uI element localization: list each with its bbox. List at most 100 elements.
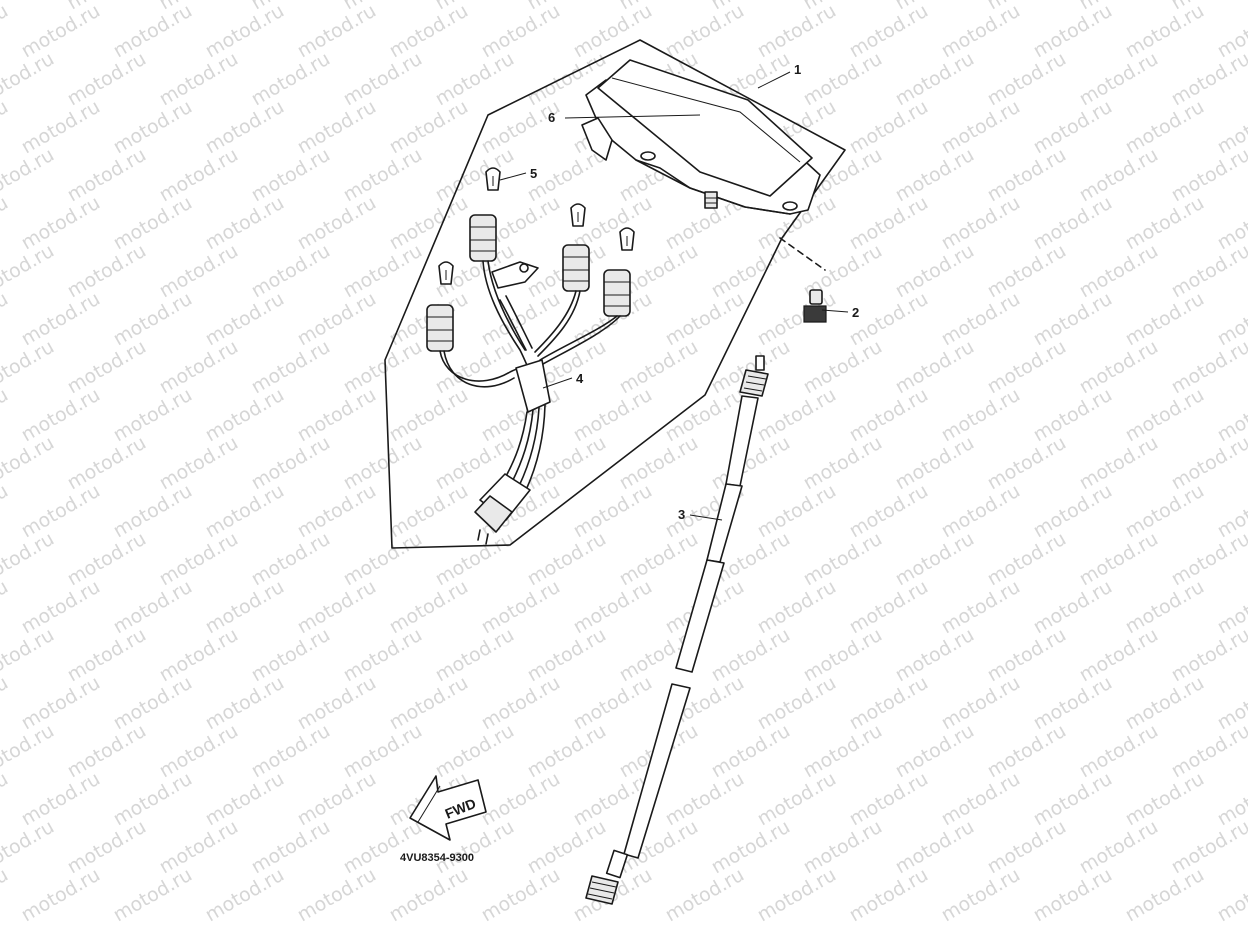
watermark-text: motod.ru: [0, 144, 58, 207]
watermark-text: motod.ru: [432, 48, 518, 111]
watermark-text: motod.ru: [1076, 720, 1162, 783]
watermark-text: motod.ru: [294, 0, 380, 62]
watermark-text: motod.ru: [1122, 192, 1208, 255]
watermark-text: motod.ru: [1030, 96, 1116, 159]
watermark-text: motod.ru: [0, 192, 12, 255]
watermark-text: motod.ru: [294, 672, 380, 735]
watermark-text: motod.ru: [156, 624, 242, 687]
watermark-text: motod.ru: [708, 240, 794, 303]
watermark-text: motod.ru: [1122, 576, 1208, 639]
watermark-text: motod.ru: [386, 192, 472, 255]
callout-5: 5: [530, 166, 537, 181]
watermark-text: motod.ru: [0, 336, 58, 399]
watermark-text: motod.ru: [248, 240, 334, 303]
watermark-text: motod.ru: [892, 144, 978, 207]
watermark-text: motod.ru: [110, 288, 196, 351]
watermark-text: motod.ru: [340, 528, 426, 591]
watermark-text: motod.ru: [294, 768, 380, 831]
watermark-text: motod.ru: [156, 432, 242, 495]
watermark-text: motod.ru: [294, 480, 380, 543]
watermark-text: motod.ru: [1030, 864, 1116, 927]
watermark-text: motod.ru: [846, 864, 932, 927]
watermark-text: motod.ru: [1168, 48, 1248, 111]
watermark-text: motod.ru: [1168, 240, 1248, 303]
watermark-text: motod.ru: [110, 576, 196, 639]
watermark-text: motod.ru: [340, 624, 426, 687]
watermark-text: motod.ru: [248, 720, 334, 783]
watermark-text: motod.ru: [18, 768, 104, 831]
watermark-text: motod.ru: [984, 144, 1070, 207]
watermark-text: motod.ru: [0, 0, 12, 62]
watermark-text: motod.ru: [156, 336, 242, 399]
watermark-text: motod.ru: [800, 624, 886, 687]
watermark-text: motod.ru: [110, 384, 196, 447]
watermark-text: motod.ru: [110, 768, 196, 831]
watermark-text: motod.ru: [110, 480, 196, 543]
watermark-text: motod.ru: [1076, 624, 1162, 687]
watermark-text: motod.ru: [248, 624, 334, 687]
watermark-text: motod.ru: [432, 528, 518, 591]
leader-lines: [499, 71, 849, 521]
watermark-text: motod.ru: [616, 336, 702, 399]
watermark-text: motod.ru: [846, 0, 932, 62]
watermark-text: motod.ru: [0, 432, 58, 495]
watermark-text: motod.ru: [800, 720, 886, 783]
watermark-text: motod.ru: [754, 480, 840, 543]
watermark-text: motod.ru: [202, 576, 288, 639]
watermark-text: motod.ru: [1030, 480, 1116, 543]
watermark-text: motod.ru: [340, 48, 426, 111]
watermark-text: motod.ru: [294, 384, 380, 447]
fwd-arrow: FWD: [409, 775, 487, 841]
watermark-text: motod.ru: [202, 672, 288, 735]
watermark-text: motod.ru: [0, 48, 58, 111]
watermark-text: motod.ru: [340, 336, 426, 399]
watermark-text: motod.ru: [156, 144, 242, 207]
watermark-text: motod.ru: [110, 672, 196, 735]
watermark-text: motod.ru: [0, 288, 12, 351]
watermark-text: motod.ru: [570, 384, 656, 447]
watermark-text: motod.ru: [708, 624, 794, 687]
watermark-text: motod.ru: [846, 576, 932, 639]
watermark-text: motod.ru: [938, 288, 1024, 351]
watermark-text: motod.ru: [64, 720, 150, 783]
watermark-text: motod.ru: [386, 480, 472, 543]
watermark-text: motod.ru: [294, 96, 380, 159]
watermark-text: motod.ru: [386, 672, 472, 735]
watermark-text: motod.ru: [938, 384, 1024, 447]
watermark-text: motod.ru: [202, 384, 288, 447]
watermark-text: motod.ru: [846, 192, 932, 255]
watermark-text: motod.ru: [64, 432, 150, 495]
watermark-text: motod.ru: [800, 816, 886, 879]
watermark-text: motod.ru: [524, 720, 610, 783]
callout-6: 6: [548, 110, 555, 125]
watermark-text: motod.ru: [432, 624, 518, 687]
watermark-text: motod.ru: [478, 0, 564, 62]
watermark-text: motod.ru: [432, 720, 518, 783]
watermark-text: motod.ru: [478, 864, 564, 927]
bulbs: [438, 167, 635, 285]
watermark-text: motod.ru: [432, 144, 518, 207]
watermark-text: motod.ru: [110, 0, 196, 62]
watermark-text: motod.ru: [846, 384, 932, 447]
assembly-outline: [384, 39, 846, 549]
watermark-text: motod.ru: [800, 528, 886, 591]
meter-assembly: [581, 59, 821, 215]
watermark-text: motod.ru: [248, 432, 334, 495]
socket-2: [562, 244, 590, 292]
watermark-text: motod.ru: [202, 480, 288, 543]
watermark-text: motod.ru: [202, 96, 288, 159]
watermark-text: motod.ru: [64, 528, 150, 591]
watermark-text: motod.ru: [64, 624, 150, 687]
watermark-text: motod.ru: [1030, 576, 1116, 639]
watermark-text: motod.ru: [156, 528, 242, 591]
watermark-text: motod.ru: [524, 528, 610, 591]
diagram-code: 4VU8354-9300: [400, 852, 474, 864]
watermark-text: motod.ru: [0, 720, 58, 783]
watermark-text: motod.ru: [1168, 816, 1248, 879]
watermark-text: motod.ru: [64, 48, 150, 111]
watermark-text: motod.ru: [340, 816, 426, 879]
watermark-text: motod.ru: [18, 384, 104, 447]
watermark-text: motod.ru: [938, 192, 1024, 255]
watermark-text: motod.ru: [892, 528, 978, 591]
